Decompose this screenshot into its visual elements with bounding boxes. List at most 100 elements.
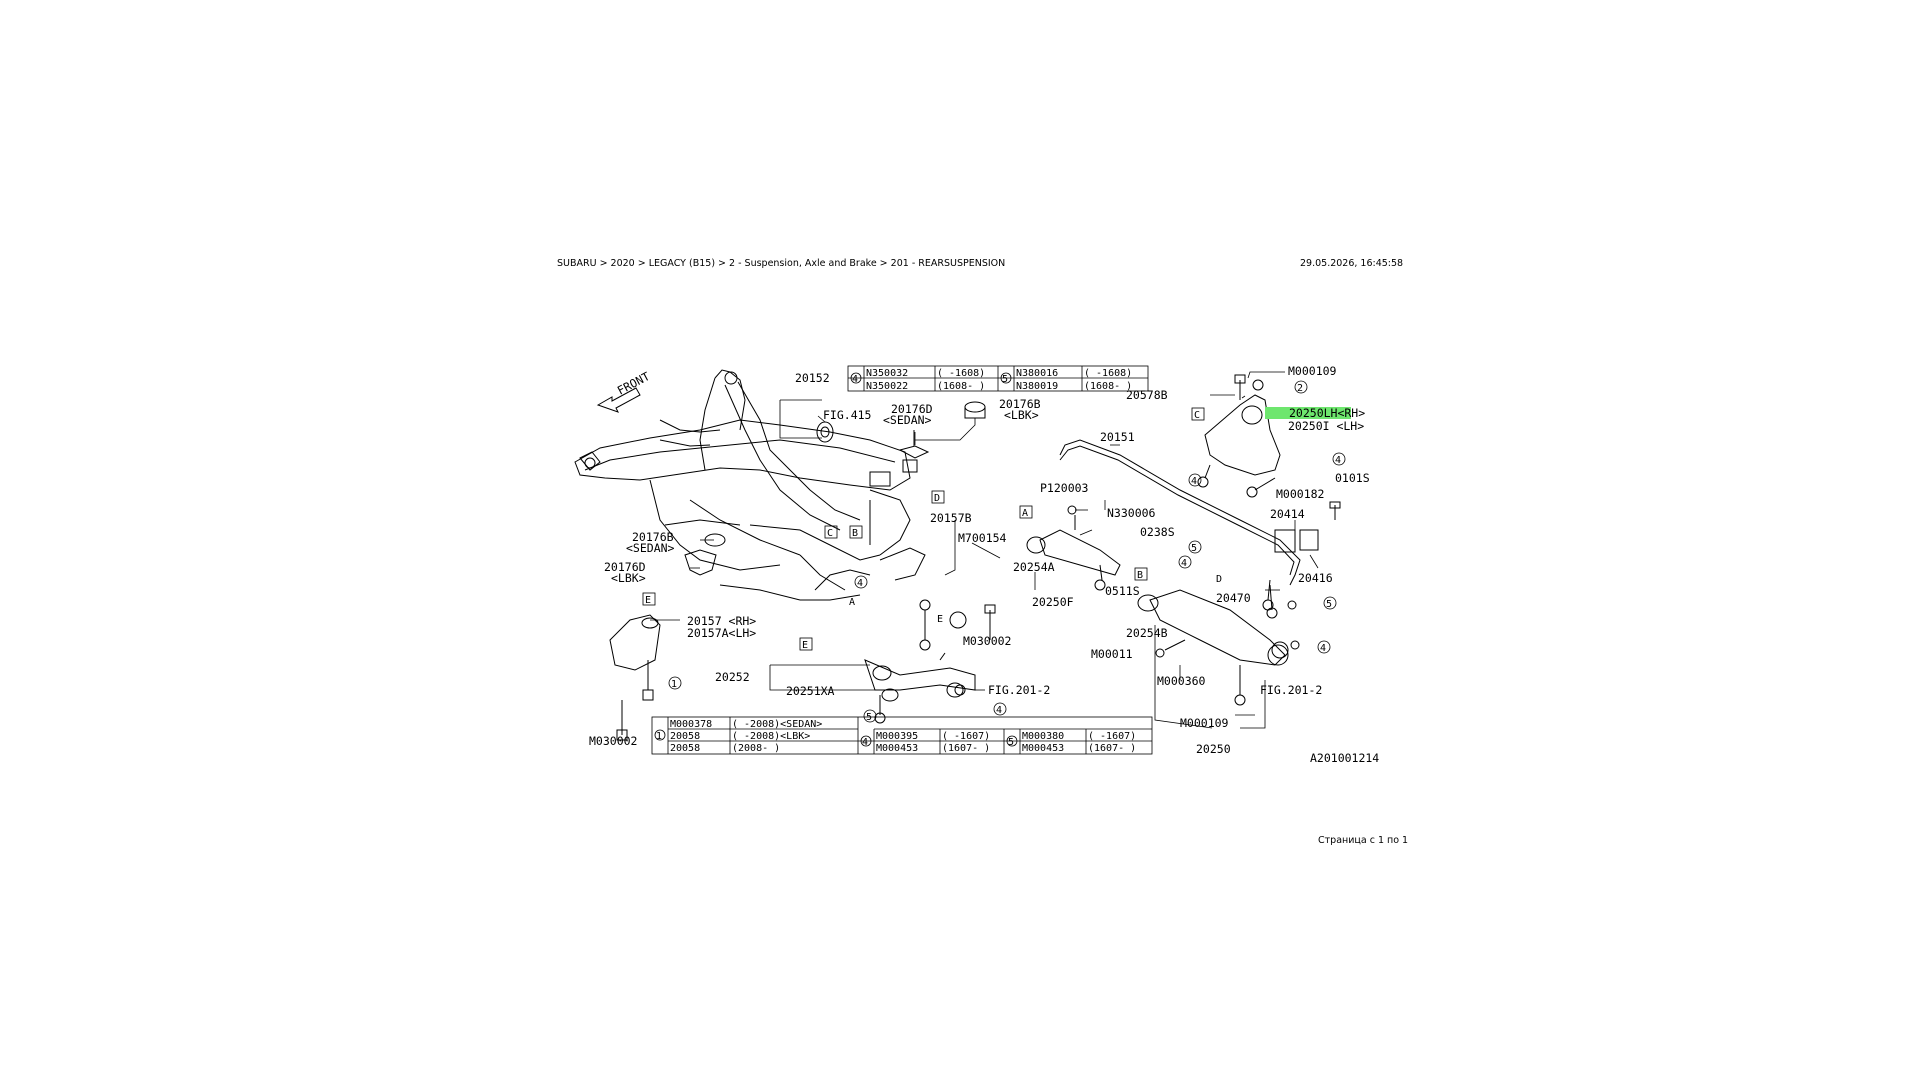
svg-text:(1607- ): (1607- ) [1088, 743, 1136, 754]
svg-text:5: 5 [1002, 374, 1008, 385]
svg-text:5: 5 [1008, 737, 1014, 748]
svg-text:1: 1 [656, 731, 662, 742]
bolt-group-center [919, 599, 996, 696]
highlight-marker [1265, 407, 1351, 419]
label-m030002-center: M030002 [963, 634, 1011, 648]
svg-text:( -2008)<LBK>: ( -2008)<LBK> [732, 731, 810, 742]
callout-markers: D B C A C B E E A E D 4 1 4 4 2 4 4 5 5 … [642, 380, 1346, 723]
label-m000182: M000182 [1276, 487, 1324, 501]
svg-text:N350022: N350022 [866, 381, 908, 392]
label-0101s: 0101S [1335, 471, 1370, 485]
svg-text:1: 1 [671, 679, 677, 690]
svg-text:M000380: M000380 [1022, 731, 1064, 742]
svg-text:5: 5 [866, 712, 872, 723]
svg-text:( -2008)<SEDAN>: ( -2008)<SEDAN> [732, 719, 822, 730]
label-20157b: 20157B [930, 511, 972, 525]
stabilizer-link-20470 [1266, 584, 1297, 619]
label-20578b: 20578B [1126, 388, 1168, 402]
label-m00011: M00011 [1091, 647, 1133, 661]
svg-text:N380019: N380019 [1016, 381, 1058, 392]
part-labels: 20152 FIG.415 20176D <SEDAN> 20176B <LBK… [589, 364, 1379, 765]
mount-20176d-lbk [684, 549, 717, 576]
svg-text:4: 4 [852, 374, 858, 385]
svg-text:( -1607): ( -1607) [942, 731, 990, 742]
label-m030002-left: M030002 [589, 734, 637, 748]
label-sedan-1: <SEDAN> [883, 413, 932, 427]
label-0238s: 0238S [1140, 525, 1175, 539]
bushing-right-lower [1271, 640, 1300, 659]
svg-text:(1608- ): (1608- ) [1084, 381, 1132, 392]
svg-text:4: 4 [1320, 643, 1326, 654]
label-m000109-upper: M000109 [1288, 364, 1337, 378]
svg-text:E: E [802, 640, 808, 651]
label-20176b-sedan: 20176B [632, 530, 674, 544]
lateral-link-20250 [1137, 589, 1289, 706]
svg-text:C: C [1194, 410, 1200, 421]
svg-text:(1607- ): (1607- ) [942, 743, 990, 754]
label-m000109-lower: M000109 [1180, 716, 1229, 730]
label-20176b-lbk: 20176B [999, 397, 1041, 411]
svg-text:B: B [852, 528, 858, 539]
svg-text:5: 5 [1191, 543, 1197, 554]
svg-text:4: 4 [996, 705, 1002, 716]
svg-text:4: 4 [862, 737, 868, 748]
svg-text:M000453: M000453 [876, 743, 918, 754]
label-sedan-2: <SEDAN> [626, 541, 675, 555]
label-20416: 20416 [1298, 571, 1333, 585]
label-20176d-lbk: 20176D [604, 560, 646, 574]
mount-20176b-lbk [964, 401, 986, 419]
bracket-20157 [609, 614, 661, 701]
rear-subframe [574, 369, 926, 601]
label-lbk-2: <LBK> [611, 571, 646, 585]
label-20157-rh: 20157 <RH> [687, 614, 756, 628]
diagram-id: A201001214 [1310, 751, 1379, 765]
svg-text:( -1608): ( -1608) [937, 368, 985, 379]
label-20250f: 20250F [1032, 595, 1074, 609]
label-n330006: N330006 [1107, 506, 1156, 520]
svg-text:20058: 20058 [670, 731, 700, 742]
breadcrumb: SUBARU > 2020 > LEGACY (B15) > 2 - Suspe… [557, 258, 1006, 269]
leader-lines [650, 371, 1319, 729]
reference-table-top: 4 5 N350032 ( -1608) N380016 ( -1608) N3… [847, 365, 1149, 392]
front-arrow-icon: FRONT [596, 369, 652, 413]
label-20252: 20252 [715, 670, 750, 684]
label-20470: 20470 [1216, 591, 1251, 605]
label-20254a: 20254A [1013, 560, 1055, 574]
svg-text:5: 5 [1326, 599, 1332, 610]
svg-text:M000453: M000453 [1022, 743, 1064, 754]
bolt-m030002-left [616, 700, 628, 741]
label-p120003: P120003 [1040, 481, 1089, 495]
label-20414: 20414 [1270, 507, 1305, 521]
svg-text:N350032: N350032 [866, 368, 908, 379]
svg-text:C: C [827, 528, 833, 539]
label-20157a-lh: 20157A<LH> [687, 626, 756, 640]
svg-text:E: E [645, 595, 651, 606]
label-fig2012-left: FIG.201-2 [988, 683, 1050, 697]
svg-text:( -1607): ( -1607) [1088, 731, 1136, 742]
reference-table-bottom: 1 4 5 M000378 ( -2008)<SEDAN> M000395 ( … [651, 716, 1153, 755]
bolt-0101s [1329, 501, 1341, 520]
svg-text:4: 4 [857, 578, 863, 589]
svg-text:( -1608): ( -1608) [1084, 368, 1132, 379]
label-lbk-1: <LBK> [1004, 408, 1039, 422]
label-20251xa: 20251XA [786, 684, 835, 698]
label-0511s: 0511S [1105, 584, 1140, 598]
mount-20176d-sedan [898, 430, 930, 459]
svg-text:4: 4 [1191, 476, 1197, 487]
svg-text:M000395: M000395 [876, 731, 918, 742]
label-m000360: M000360 [1157, 674, 1206, 688]
svg-text:E: E [937, 614, 943, 625]
label-20176d-sedan: 20176D [891, 402, 933, 416]
label-20250lh-rh-highlighted[interactable]: 20250LH<RH> [1289, 406, 1365, 420]
label-20152: 20152 [795, 371, 830, 385]
label-20151: 20151 [1100, 430, 1135, 444]
label-fig2012-right: FIG.201-2 [1260, 683, 1322, 697]
print-timestamp: 29.05.2026, 16:45:58 [1300, 258, 1404, 269]
lateral-link-20250f [1026, 505, 1121, 591]
label-20250i-lh: 20250I <LH> [1288, 419, 1364, 433]
svg-text:D: D [1216, 574, 1222, 585]
svg-text:B: B [1137, 570, 1143, 581]
svg-text:(2008- ): (2008- ) [732, 743, 780, 754]
lateral-link-20252 [864, 659, 976, 724]
